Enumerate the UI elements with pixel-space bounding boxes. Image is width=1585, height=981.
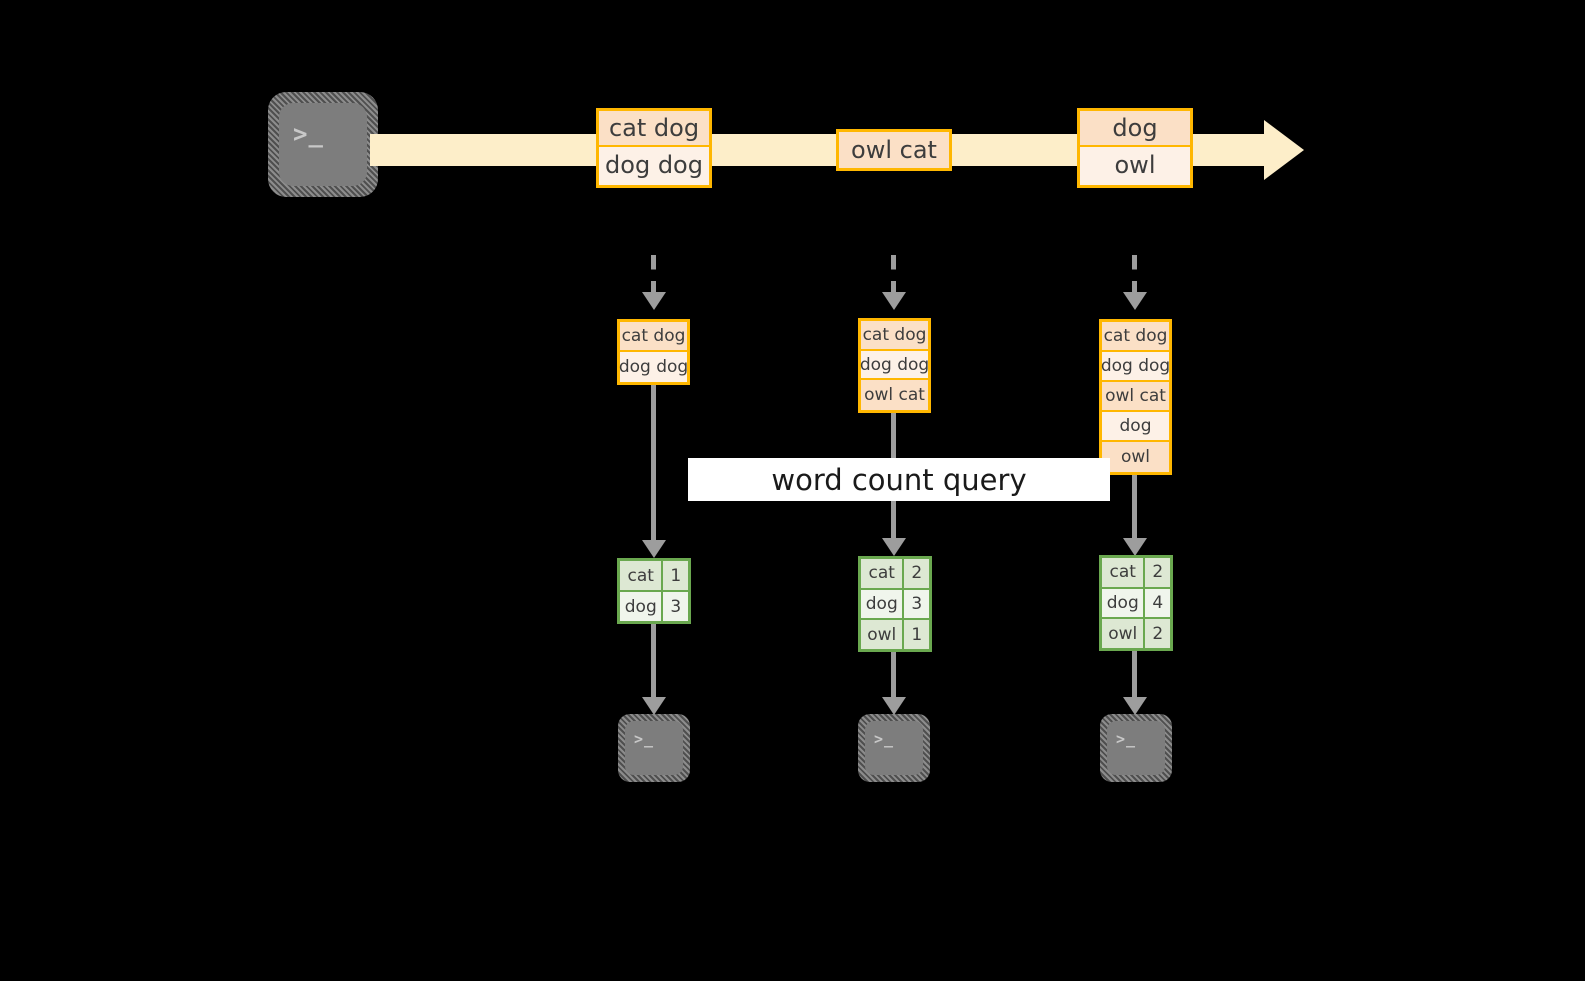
terminal-prompt-text: >_ xyxy=(293,120,324,148)
result-word: cat xyxy=(620,561,664,590)
record-line: dog xyxy=(1080,111,1190,147)
input-line: dog dog xyxy=(1101,352,1170,382)
sink-terminal-icon-1: >_ xyxy=(618,714,690,782)
result-word: dog xyxy=(861,589,905,619)
input-line: cat dog xyxy=(1102,322,1169,352)
snapshot-trigger-arrowhead-1 xyxy=(642,292,666,310)
output-arrowhead-2 xyxy=(882,697,906,715)
snapshot-trigger-arrow-1 xyxy=(651,255,656,295)
terminal-prompt-text: >_ xyxy=(634,730,655,748)
result-count: 2 xyxy=(1145,558,1170,587)
output-arrowhead-3 xyxy=(1123,697,1147,715)
snapshot-input-box-2: cat dog dog dog owl cat xyxy=(858,318,931,413)
result-count: 3 xyxy=(663,592,688,621)
output-arrow-2 xyxy=(891,652,896,702)
result-row: owl 2 xyxy=(1102,619,1170,649)
stream-arrow-head xyxy=(1264,120,1304,180)
input-line: cat dog xyxy=(861,321,928,351)
result-count: 2 xyxy=(904,559,929,588)
query-arrowhead-2 xyxy=(882,538,906,556)
result-row: cat 2 xyxy=(861,559,929,590)
result-word: owl xyxy=(1102,619,1146,649)
source-terminal-icon: >_ xyxy=(268,92,378,197)
result-row: cat 1 xyxy=(620,561,688,592)
result-table-3: cat 2 dog 4 owl 2 xyxy=(1099,555,1173,651)
sink-terminal-icon-3: >_ xyxy=(1100,714,1172,782)
result-row: dog 3 xyxy=(861,589,929,621)
snapshot-trigger-arrow-2 xyxy=(891,255,896,295)
output-arrow-3 xyxy=(1132,651,1137,702)
result-word: dog xyxy=(1102,588,1146,618)
snapshot-trigger-arrow-3 xyxy=(1132,255,1137,295)
result-word: owl xyxy=(861,620,905,650)
query-label: word count query xyxy=(688,458,1110,501)
terminal-prompt-text: >_ xyxy=(874,730,895,748)
result-table-2: cat 2 dog 3 owl 1 xyxy=(858,556,932,652)
terminal-screen xyxy=(865,721,923,775)
result-table-1: cat 1 dog 3 xyxy=(617,558,691,624)
input-line: dog dog xyxy=(860,350,929,381)
input-line: owl cat xyxy=(861,380,928,410)
result-word: cat xyxy=(1102,558,1146,587)
result-row: owl 1 xyxy=(861,620,929,650)
snapshot-input-box-1: cat dog dog dog xyxy=(617,319,690,385)
record-line: owl cat xyxy=(839,132,949,168)
terminal-screen xyxy=(1107,721,1165,775)
record-line: owl xyxy=(1080,147,1190,183)
stream-record-group-3: dog owl xyxy=(1077,108,1193,188)
input-line: cat dog xyxy=(620,322,687,352)
result-count: 1 xyxy=(904,620,929,650)
input-line: owl xyxy=(1102,442,1169,472)
input-line: dog dog xyxy=(619,352,688,382)
result-row: cat 2 xyxy=(1102,558,1170,589)
result-count: 2 xyxy=(1145,619,1170,649)
result-count: 1 xyxy=(663,561,688,590)
snapshot-input-box-3: cat dog dog dog owl cat dog owl xyxy=(1099,319,1172,475)
query-arrowhead-1 xyxy=(642,540,666,558)
query-arrow-3 xyxy=(1132,475,1137,545)
record-line: cat dog xyxy=(599,111,709,147)
terminal-screen xyxy=(625,721,683,775)
result-count: 3 xyxy=(904,589,929,619)
query-arrowhead-3 xyxy=(1123,538,1147,556)
output-arrow-1 xyxy=(651,624,656,702)
terminal-screen xyxy=(279,103,367,186)
result-row: dog 3 xyxy=(620,592,688,621)
snapshot-trigger-arrowhead-3 xyxy=(1123,292,1147,310)
result-word: dog xyxy=(620,592,664,621)
stream-record-group-2: owl cat xyxy=(836,129,952,171)
record-line: dog dog xyxy=(599,147,709,183)
input-line: dog xyxy=(1102,412,1169,442)
result-count: 4 xyxy=(1145,588,1170,618)
input-line: owl cat xyxy=(1102,382,1169,412)
query-arrow-1 xyxy=(651,385,656,547)
snapshot-trigger-arrowhead-2 xyxy=(882,292,906,310)
stream-record-group-1: cat dog dog dog xyxy=(596,108,712,188)
result-word: cat xyxy=(861,559,905,588)
output-arrowhead-1 xyxy=(642,697,666,715)
terminal-prompt-text: >_ xyxy=(1116,730,1137,748)
sink-terminal-icon-2: >_ xyxy=(858,714,930,782)
result-row: dog 4 xyxy=(1102,588,1170,620)
